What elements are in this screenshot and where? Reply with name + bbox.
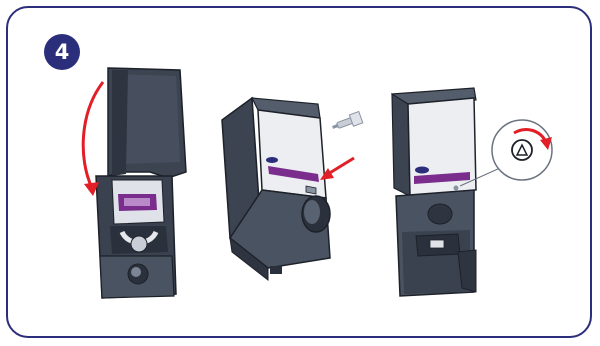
dispenser-front xyxy=(392,88,476,296)
lock-icon xyxy=(512,140,532,160)
open-dispenser xyxy=(96,68,186,298)
straight-arrow-icon xyxy=(328,158,354,174)
dispenser-side xyxy=(222,98,330,280)
curved-arrow-icon xyxy=(83,82,103,188)
key-icon xyxy=(331,112,363,134)
